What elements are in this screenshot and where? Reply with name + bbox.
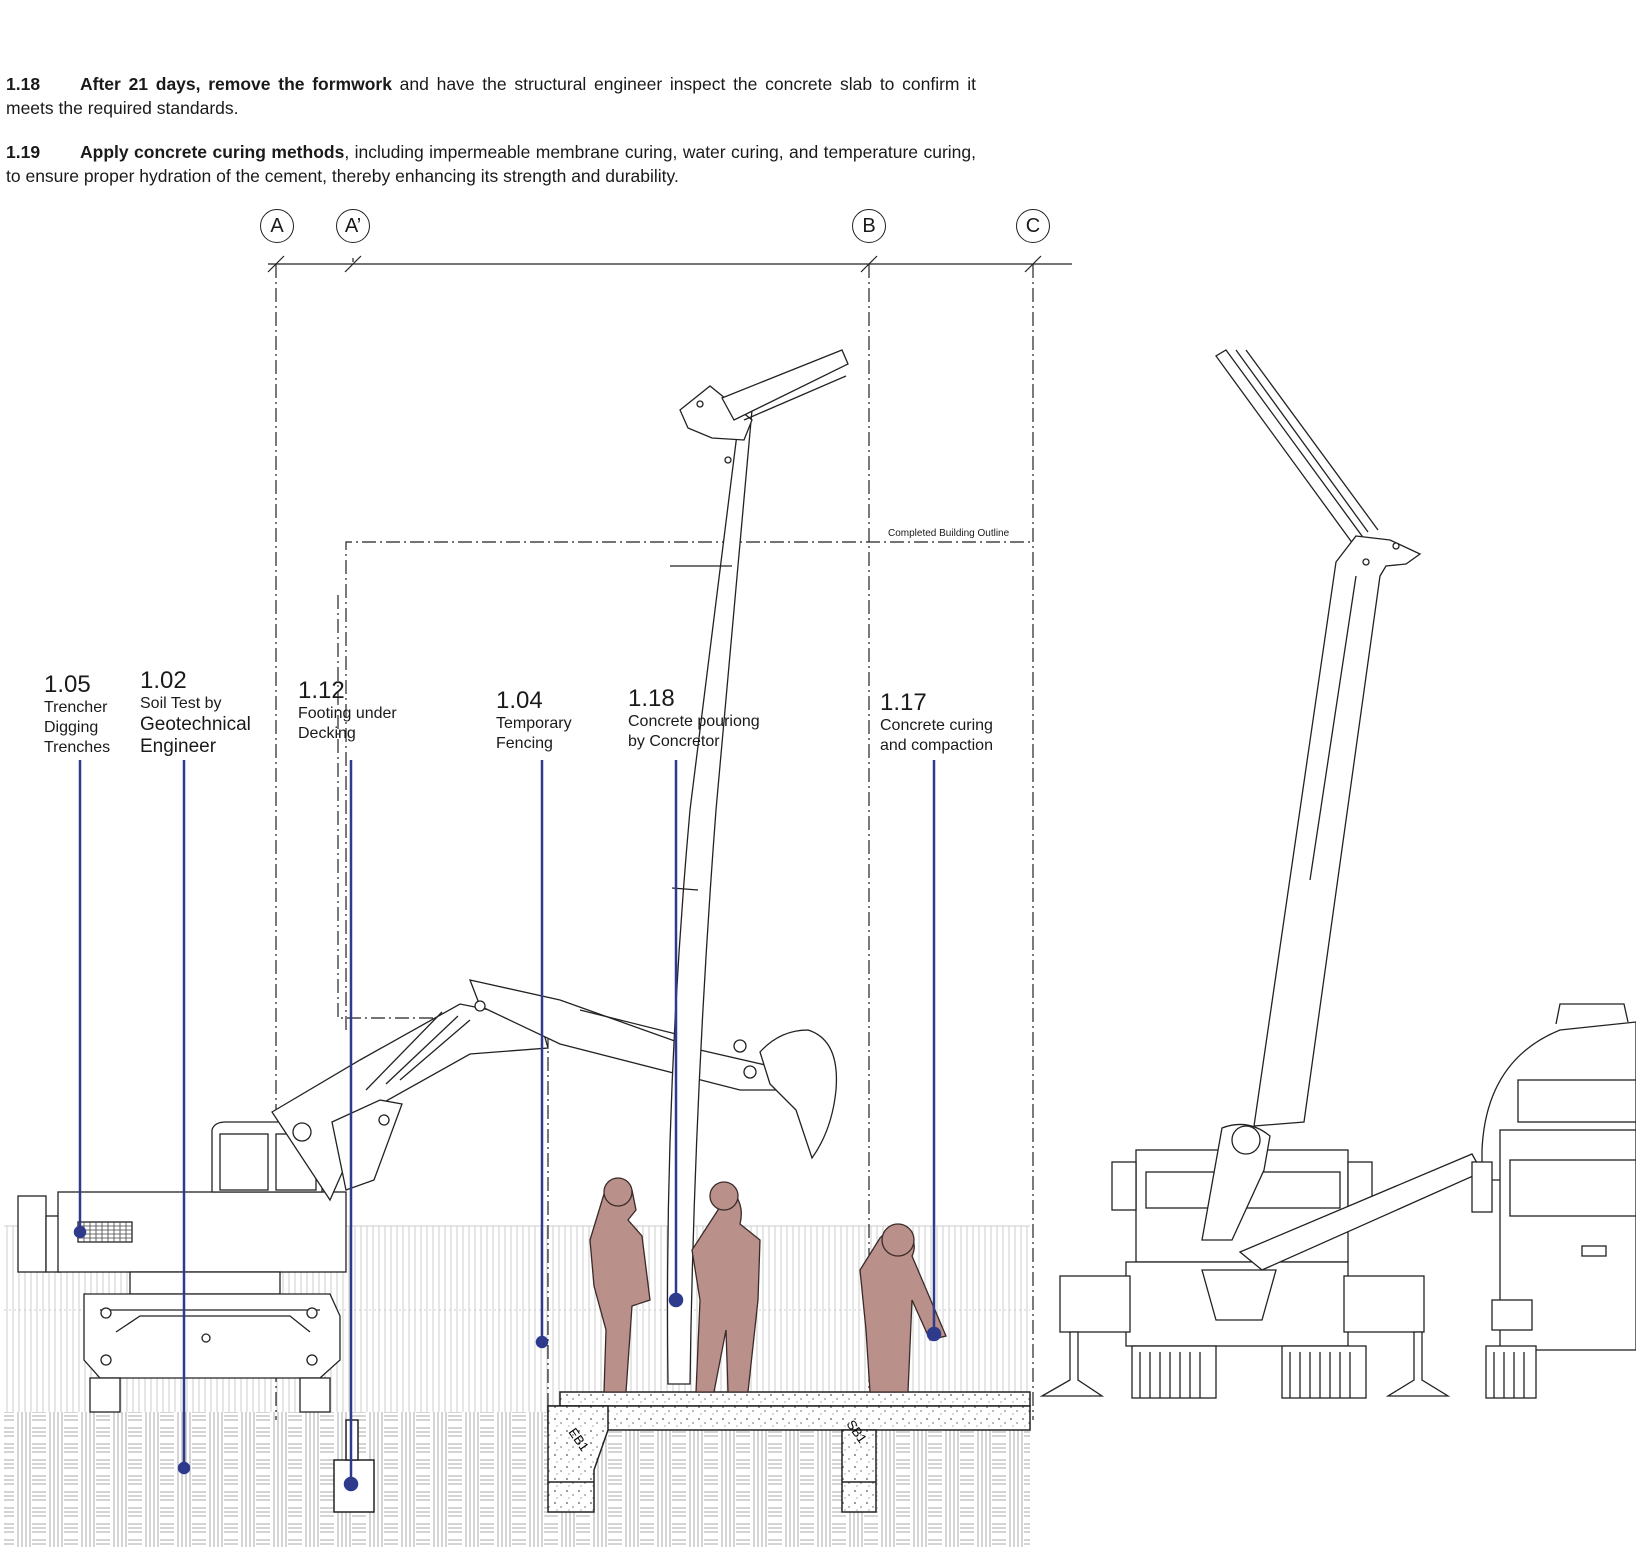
grid-bubble-b: B — [852, 209, 886, 243]
callout-line: Engineer — [140, 736, 217, 757]
grid-bubble-a-prime: A’ — [336, 209, 370, 243]
callout-line: Geotechnical — [140, 714, 251, 735]
note-text: and have the structural engineer inspect… — [6, 74, 976, 118]
note-bold: Apply concrete curing methods — [80, 142, 345, 162]
callout-number: 1.17 — [880, 689, 927, 716]
callout-line: by Concretor — [628, 733, 720, 750]
callout-number: 1.18 — [628, 685, 675, 712]
note-1-19: 1.19 Apply concrete curing methods, inclu… — [6, 140, 976, 188]
callout-line: Soil Test by — [140, 695, 222, 712]
note-number: 1.19 — [6, 142, 41, 162]
callout-line: Concrete curing — [880, 717, 993, 734]
callout-line: and compaction — [880, 737, 993, 754]
callout-line: Trencher — [44, 699, 108, 716]
callout-number: 1.05 — [44, 671, 91, 698]
callout-leaders — [73, 760, 942, 1492]
note-text: , including impermeable membrane curing,… — [6, 142, 977, 186]
callout-line: Concrete pouriong — [628, 713, 760, 730]
callout-line: Footing under — [298, 705, 397, 722]
callout-1-02: 1.02 Soil Test by Geotechnical Engineer — [140, 668, 251, 758]
grid-bubble-c: C — [1016, 209, 1050, 243]
callout-1-18: 1.18 Concrete pouriong by Concretor — [628, 686, 760, 752]
note-1-18: 1.18 After 21 days, remove the formwork a… — [6, 72, 976, 120]
callout-1-12: 1.12 Footing under Decking — [298, 678, 397, 744]
concrete-slab — [333, 1391, 1031, 1513]
callout-number: 1.02 — [140, 667, 187, 694]
note-number: 1.18 — [6, 74, 41, 94]
grid-bubble-a: A — [260, 209, 294, 243]
callout-1-17: 1.17 Concrete curing and compaction — [880, 690, 993, 756]
excavator — [17, 979, 838, 1413]
note-bold: After 21 days, remove the formwork — [80, 74, 392, 94]
callout-1-04: 1.04 Temporary Fencing — [496, 688, 572, 754]
callout-line: Trenches — [44, 739, 111, 756]
callout-1-05: 1.05 Trencher Digging Trenches — [44, 672, 110, 758]
callout-line: Decking — [298, 725, 356, 742]
concrete-mixer-truck — [1471, 1003, 1636, 1399]
callout-line: Temporary — [496, 715, 572, 732]
callout-number: 1.04 — [496, 687, 543, 714]
workers — [589, 1177, 947, 1393]
building-outline-label: Completed Building Outline — [888, 528, 1010, 539]
callout-line: Digging — [44, 719, 99, 736]
concrete-pump-boom — [666, 349, 849, 1385]
callout-line: Fencing — [496, 735, 553, 752]
callout-number: 1.12 — [298, 677, 345, 704]
crane-truck — [1039, 349, 1483, 1399]
